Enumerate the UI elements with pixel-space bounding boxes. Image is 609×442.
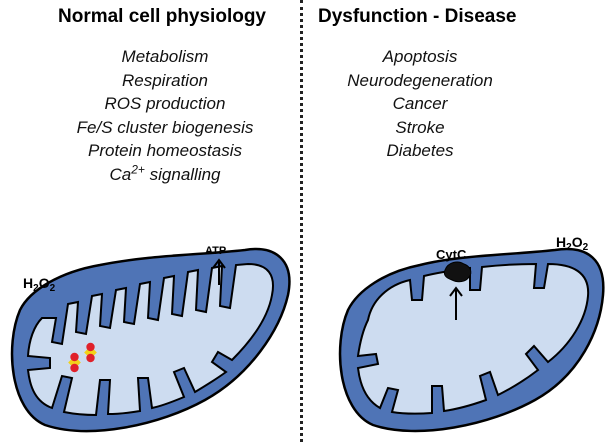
cytochrome-c-icon <box>443 261 472 283</box>
cytc-arrow-icon <box>449 286 463 320</box>
damaged-mitochondrion: CytC H2O2 <box>338 234 605 433</box>
list-item-calcium: Ca2+ signalling <box>70 163 260 187</box>
h2o2-label-left: H2O2 <box>23 275 56 294</box>
list-item: Neurodegeneration <box>347 70 493 90</box>
list-item: Fe/S cluster biogenesis <box>76 117 254 137</box>
right-panel-title: Dysfunction - Disease <box>318 6 517 27</box>
panel-divider <box>300 0 303 442</box>
list-item: Protein homeostasis <box>87 141 243 160</box>
physiology-list: Metabolism Respiration ROS production Fe… <box>70 45 260 186</box>
disease-list: Apoptosis Neurodegeneration Cancer Strok… <box>345 45 495 163</box>
list-item: Apoptosis <box>382 47 458 66</box>
list-item: ROS production <box>104 94 226 113</box>
left-panel-title: Normal cell physiology <box>58 6 266 27</box>
healthy-mitochondrion: ATP H2O2 <box>10 245 291 433</box>
cytc-label: CytC <box>436 247 467 262</box>
h2o2-label-right: H2O2 <box>556 234 589 253</box>
atp-arrow-icon <box>212 258 226 285</box>
calcium-charge: 2+ <box>131 161 145 176</box>
calcium-suffix: signalling <box>144 164 221 184</box>
list-item: Metabolism <box>121 47 209 66</box>
list-item: Cancer <box>392 94 448 113</box>
fes-cluster-icon <box>68 352 81 373</box>
calcium-prefix: Ca <box>109 164 132 184</box>
fes-cluster-icon <box>84 342 97 363</box>
list-item: Stroke <box>395 117 445 137</box>
list-item: Respiration <box>122 70 208 90</box>
atp-label: ATP <box>205 245 226 257</box>
inner-membrane-left <box>26 262 274 417</box>
list-item: Diabetes <box>386 141 454 160</box>
